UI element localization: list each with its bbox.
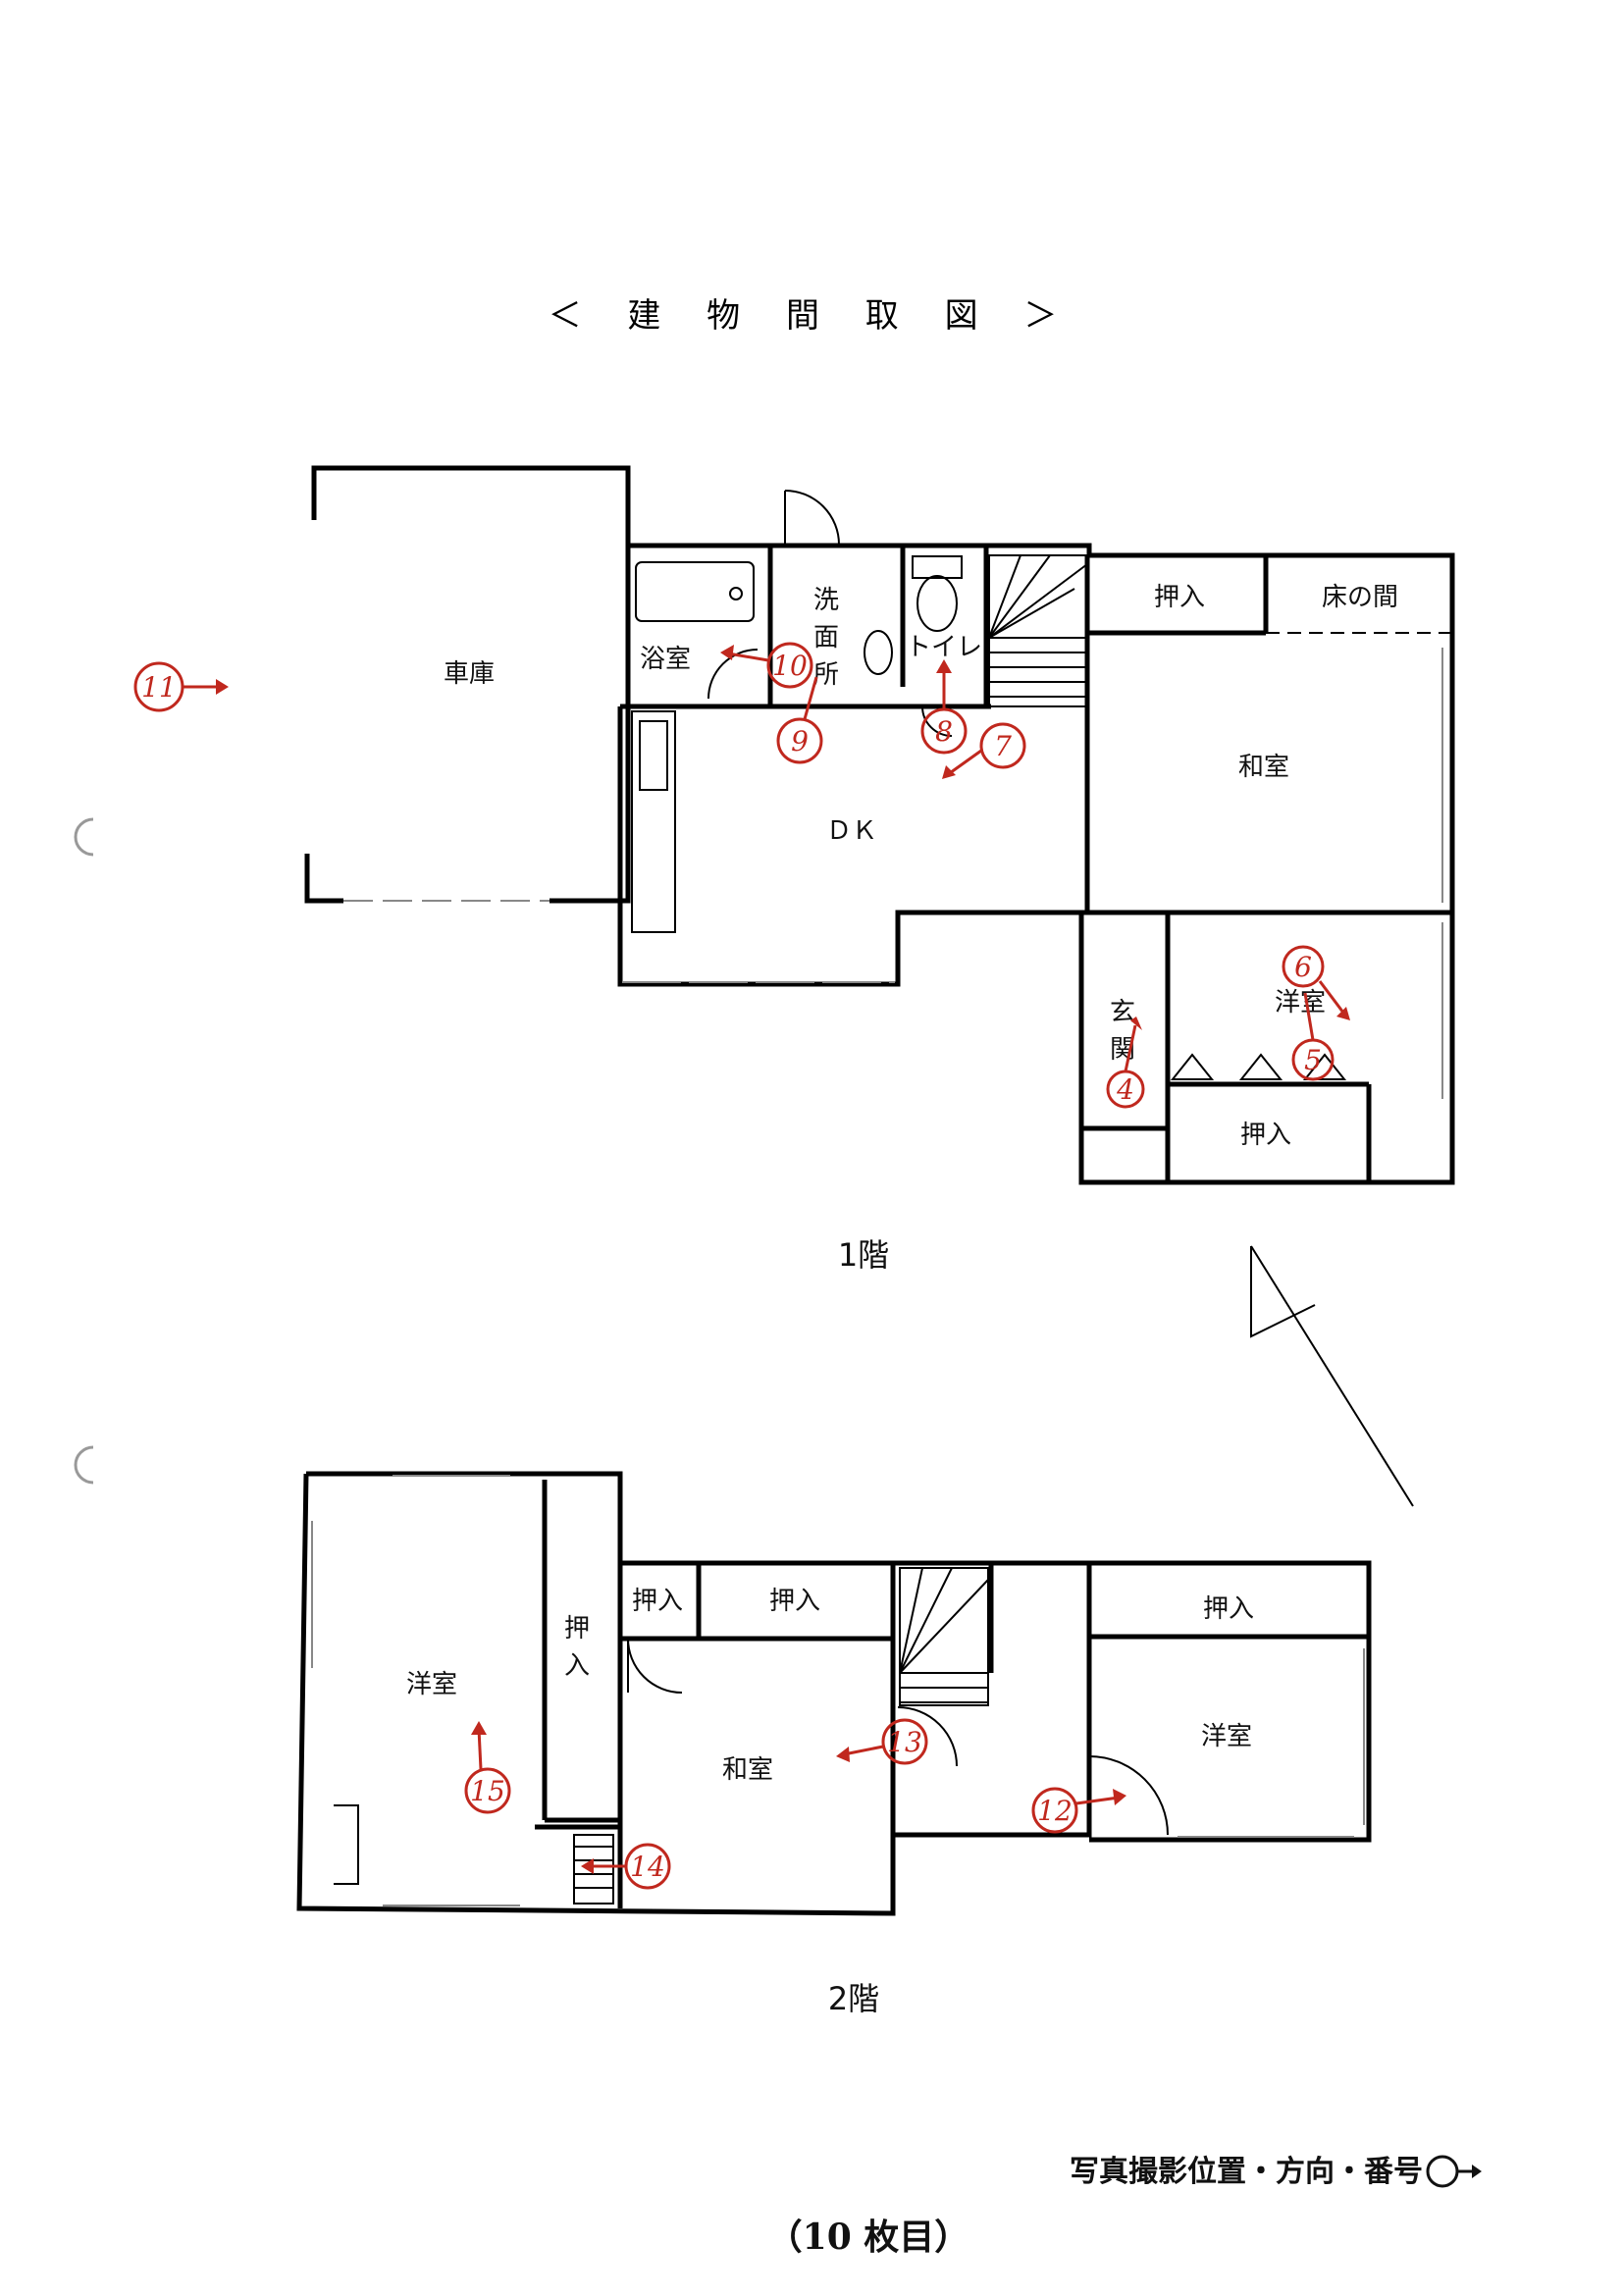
svg-text:10: 10 <box>772 650 808 682</box>
svg-text:12: 12 <box>1037 1795 1073 1827</box>
garage-wall <box>311 465 631 904</box>
room-2f-youshitsu-right: 洋室 <box>1201 1722 1252 1751</box>
room-closet-a: 押入 <box>1154 583 1205 612</box>
room-closet-b: 押入 <box>1240 1121 1291 1150</box>
photo-marker-8: 8 <box>920 659 968 755</box>
photo-marker-4: 4 <box>1106 1017 1145 1109</box>
photo-marker-15: 15 <box>464 1721 511 1814</box>
camera-marker-icon <box>1426 2155 1482 2188</box>
photo-marker-12: 12 <box>1031 1787 1126 1834</box>
room-2f-closet-small: 押入 <box>632 1587 683 1616</box>
room-2f-youshitsu-left: 洋室 <box>406 1670 457 1699</box>
photo-marker-11: 11 <box>133 661 229 712</box>
svg-text:13: 13 <box>887 1726 922 1758</box>
photo-marker-7: 7 <box>942 722 1026 779</box>
floor-2-plan <box>296 1471 1372 1916</box>
house-outer-wall <box>617 543 1455 1185</box>
photo-markers: 4 5 6 7 8 <box>133 642 1350 1890</box>
photo-marker-6: 6 <box>1282 945 1350 1020</box>
binder-hole-icon <box>74 817 94 857</box>
room-2f-closet-right: 押入 <box>1203 1594 1254 1624</box>
north-arrow-icon <box>1250 1245 1414 1507</box>
room-2f-closet-vertical-2: 入 <box>564 1651 590 1681</box>
svg-text:8: 8 <box>935 715 953 748</box>
room-dk: ＤＫ <box>826 816 877 846</box>
svg-text:11: 11 <box>141 671 177 704</box>
room-2f-washitsu: 和室 <box>722 1755 773 1785</box>
svg-text:5: 5 <box>1304 1044 1322 1076</box>
photo-marker-14: 14 <box>581 1843 671 1890</box>
room-bath: 浴室 <box>640 645 691 674</box>
room-garage: 車庫 <box>444 659 495 689</box>
photo-marker-9: 9 <box>776 676 823 764</box>
photo-marker-5: 5 <box>1291 992 1335 1081</box>
floor-2-label: 2階 <box>828 1980 879 2017</box>
page-count: （10 枚目） <box>767 2217 970 2258</box>
svg-text:9: 9 <box>791 725 809 757</box>
svg-text:15: 15 <box>470 1775 505 1807</box>
room-tokonoma: 床の間 <box>1322 583 1398 612</box>
binder-hole-icon <box>74 1445 94 1485</box>
room-toilet: トイレ <box>906 633 982 662</box>
photo-marker-10: 10 <box>720 642 813 689</box>
svg-text:7: 7 <box>994 730 1012 762</box>
legend-text: 写真撮影位置・方向・番号 <box>1070 2155 1423 2189</box>
svg-text:6: 6 <box>1294 951 1312 983</box>
room-washroom-2: 面 <box>813 623 839 652</box>
room-washroom-3: 所 <box>813 660 839 690</box>
room-2f-closet-vertical-1: 押 <box>564 1614 590 1644</box>
room-youshitsu: 洋室 <box>1275 988 1326 1018</box>
room-washitsu: 和室 <box>1238 753 1289 782</box>
room-washroom-1: 洗 <box>813 586 839 615</box>
floor-1-label: 1階 <box>838 1236 889 1274</box>
photo-marker-13: 13 <box>836 1718 928 1765</box>
room-2f-closet-mid: 押入 <box>769 1587 820 1616</box>
svg-text:4: 4 <box>1116 1073 1134 1106</box>
page-title: ＜ 建 物 間 取 図 ＞ <box>549 296 1075 336</box>
floor-1-plan <box>304 465 1455 1185</box>
garage-wall <box>304 854 343 904</box>
room-entrance-1: 玄 <box>1110 998 1135 1027</box>
svg-text:14: 14 <box>630 1851 665 1883</box>
